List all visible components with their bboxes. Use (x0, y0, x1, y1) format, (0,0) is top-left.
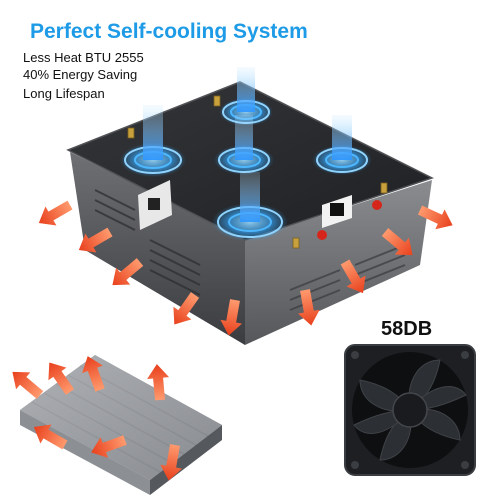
headline: Perfect Self-cooling System (30, 20, 308, 43)
switch-bloom (372, 200, 382, 210)
hanger-screw (380, 182, 388, 194)
feature-less-heat: Less Heat BTU 2555 (23, 50, 144, 65)
heat-dissipation-arrows (38, 200, 453, 336)
airflow-fan-vents (120, 67, 372, 241)
feature-long-lifespan: Long Lifespan (23, 86, 105, 101)
hanger-screw (213, 95, 221, 107)
power-socket (322, 195, 352, 228)
switch-veg (317, 230, 327, 240)
spec-label-sticker (138, 180, 172, 230)
fan-noise-label: 58DB (381, 318, 433, 340)
hanger-screw (127, 127, 135, 139)
heatsink-heat-arrows (12, 356, 183, 481)
hanger-screw (292, 237, 300, 249)
cooling-fan (344, 344, 476, 476)
feature-energy-saving: 40% Energy Saving (23, 67, 138, 82)
